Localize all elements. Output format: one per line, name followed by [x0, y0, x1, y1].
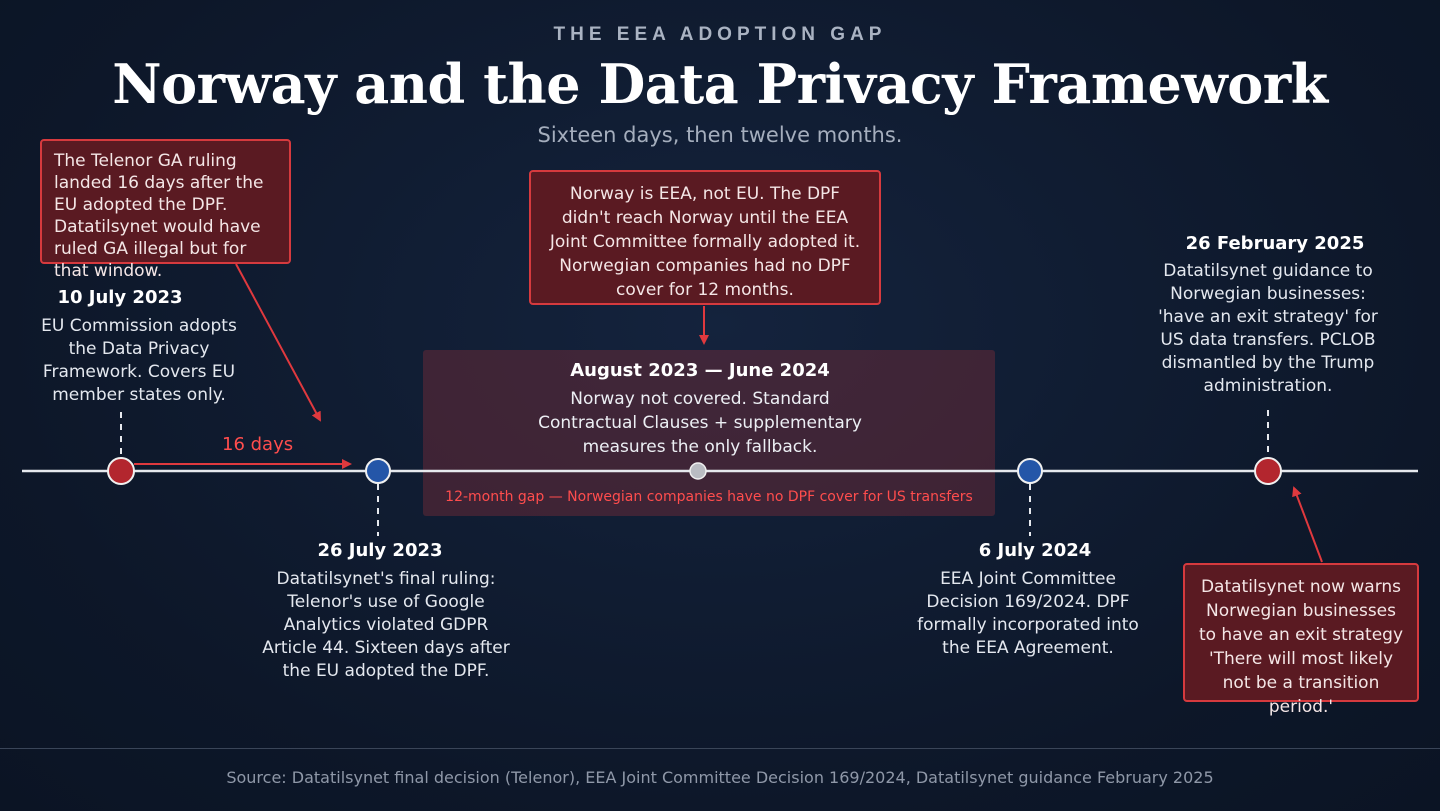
event-1-date: 10 July 2023 [57, 287, 183, 308]
footer-divider [0, 748, 1440, 749]
marker-event-1 [107, 457, 135, 485]
telenor-callout-text: The Telenor GA ruling landed 16 days aft… [54, 151, 264, 281]
event-2-date: 26 July 2023 [317, 540, 443, 561]
gap-period-title: August 2023 — June 2024 [570, 360, 830, 381]
warning-callout-text: Datatilsynet now warns Norwegian busines… [1198, 577, 1404, 717]
marker-event-3 [1017, 458, 1043, 484]
eea-callout: Norway is EEA, not EU. The DPF didn't re… [529, 170, 881, 305]
event-4-date: 26 February 2025 [1185, 233, 1365, 254]
page-title: Norway and the Data Privacy Framework [112, 52, 1328, 116]
event-3-date: 6 July 2024 [978, 540, 1092, 561]
warning-callout: Datatilsynet now warns Norwegian busines… [1183, 563, 1419, 717]
event-4-description: Datatilsynet guidance to Norwegian busin… [1158, 261, 1378, 396]
eea-callout-text: Norway is EEA, not EU. The DPF didn't re… [549, 184, 861, 300]
page-subtitle: Sixteen days, then twelve months. [537, 123, 903, 147]
gap-period-description: Norway not covered. Standard Contractual… [538, 389, 862, 457]
gap-period-box [423, 350, 995, 516]
telenor-callout-arrow [235, 263, 321, 422]
marker-gap-midpoint [689, 462, 707, 480]
source-note: Source: Datatilsynet final decision (Tel… [226, 768, 1214, 787]
event-3-description: EEA Joint Committee Decision 169/2024. D… [917, 569, 1139, 658]
telenor-callout: The Telenor GA ruling landed 16 days aft… [40, 139, 291, 281]
event-1-description: EU Commission adopts the Data Privacy Fr… [41, 316, 237, 405]
event-2-description: Datatilsynet's final ruling: Telenor's u… [262, 569, 510, 681]
gap-period-note: 12-month gap — Norwegian companies have … [445, 489, 973, 505]
eyebrow-label: THE EEA ADOPTION GAP [553, 24, 887, 45]
marker-event-2 [365, 458, 391, 484]
marker-event-4 [1254, 457, 1282, 485]
warning-callout-arrow [1292, 486, 1323, 563]
interval-label: 16 days [222, 434, 294, 455]
